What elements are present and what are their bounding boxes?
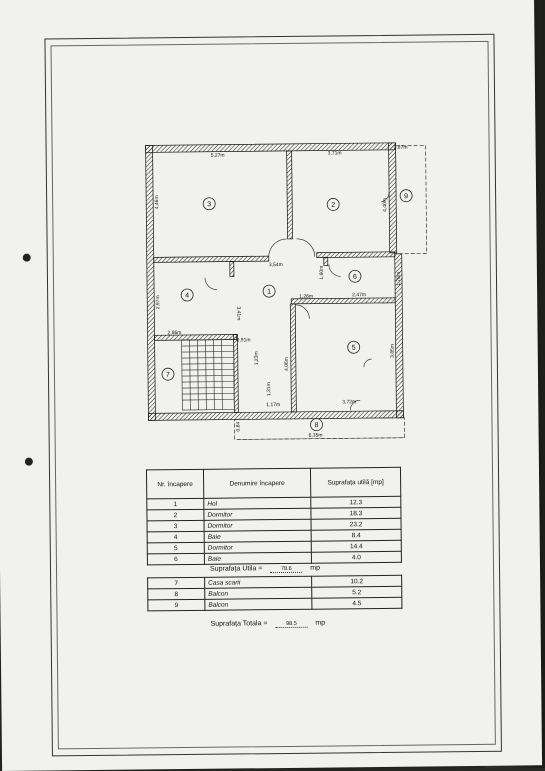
room-number: 1 [267, 289, 271, 296]
total-area-line: Suprafața Totala = 98.5 mp [211, 620, 326, 629]
total-area-unit: mp [315, 619, 326, 627]
dimension-label: 1,60m [319, 266, 325, 280]
dimension-label: 0,87m [394, 145, 408, 151]
dimension-label: 6,35m [309, 433, 323, 439]
room-number: 3 [207, 201, 211, 208]
dimension-label: 1,17m [266, 402, 280, 408]
room-number-circles [161, 189, 413, 432]
total-area-value: 98.5 [275, 620, 308, 629]
balconies [234, 145, 428, 440]
dimension-label: 0,91m [237, 337, 251, 343]
dimension-label: 3,85m [390, 344, 396, 358]
room-number: 5 [352, 345, 356, 352]
useful-area-line: Suprafața Utila = 78.6 mp [210, 565, 320, 574]
dimension-label: 1,31m [266, 382, 272, 396]
dimension-label: 1,23m [254, 351, 260, 365]
dimension-label: 2,47m [352, 292, 366, 298]
cell-name: Baie [204, 552, 312, 565]
rooms-table: Nr. încapere Denumire încapere Suprafața… [146, 467, 402, 566]
cell-nr: 8 [147, 588, 205, 600]
dimension-label: 4,40m [382, 198, 388, 212]
dimension-label: 1,26m [299, 294, 313, 300]
dimension-label: 4,06m [284, 357, 290, 371]
room-number: 9 [404, 193, 408, 200]
dimension-labels: 5,27m 3,71m 0,87m 4,46m 4,40m 3,54m 1,60… [154, 145, 408, 439]
col-header-nr: Nr. încapere [146, 469, 204, 499]
cell-nr: 9 [147, 599, 205, 611]
dimension-label: 3,54m [269, 262, 283, 268]
dimension-label: 1,78m [396, 272, 402, 286]
cell-nr: 7 [147, 577, 205, 589]
useful-area-unit: mp [310, 564, 321, 572]
walls [145, 142, 404, 421]
cell-area: 4.0 [311, 551, 402, 564]
cell-area: 4.5 [311, 597, 402, 610]
room-numbers: 3 2 4 1 5 6 7 8 9 [166, 193, 408, 429]
cell-nr: 3 [147, 520, 205, 532]
cell-name: Balcon [204, 598, 312, 611]
dimension-lines [238, 437, 405, 440]
room-number: 6 [353, 274, 357, 281]
dimension-label: 3,72m [342, 399, 356, 405]
cell-nr: 2 [146, 509, 205, 521]
useful-area-value: 78.6 [270, 565, 303, 574]
dimension-label: 5,27m [211, 153, 225, 159]
cell-nr: 6 [147, 553, 205, 565]
room-number: 4 [185, 292, 189, 299]
dimension-label: 2,97m [155, 295, 161, 309]
room-number: 2 [331, 202, 335, 209]
dimension-label: 2,86m [168, 330, 182, 336]
col-header-area: Suprafața utilă [mp] [310, 467, 401, 498]
total-area-label: Suprafața Totala = [210, 620, 268, 628]
room-number: 7 [166, 372, 170, 379]
cell-nr: 4 [147, 531, 205, 543]
dimension-label: 4,46m [154, 195, 160, 209]
cell-nr: 5 [147, 542, 205, 554]
useful-area-label: Suprafața Utila = [209, 565, 263, 573]
dimension-label: 3,41m [235, 306, 241, 320]
cell-nr: 1 [146, 498, 204, 510]
dimension-label: 3,71m [328, 150, 342, 156]
doors [204, 191, 390, 411]
stairs [181, 339, 235, 411]
dimension-label: 0,84 [235, 421, 241, 431]
room-number: 8 [315, 422, 319, 429]
col-header-name: Denumire încapere [203, 468, 311, 499]
